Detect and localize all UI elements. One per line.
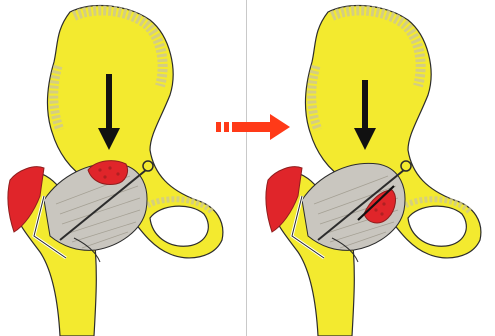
panel-after bbox=[266, 6, 481, 336]
pelvis-outline bbox=[266, 6, 481, 336]
panel-before bbox=[8, 6, 223, 336]
right-arrow-icon bbox=[216, 114, 290, 140]
